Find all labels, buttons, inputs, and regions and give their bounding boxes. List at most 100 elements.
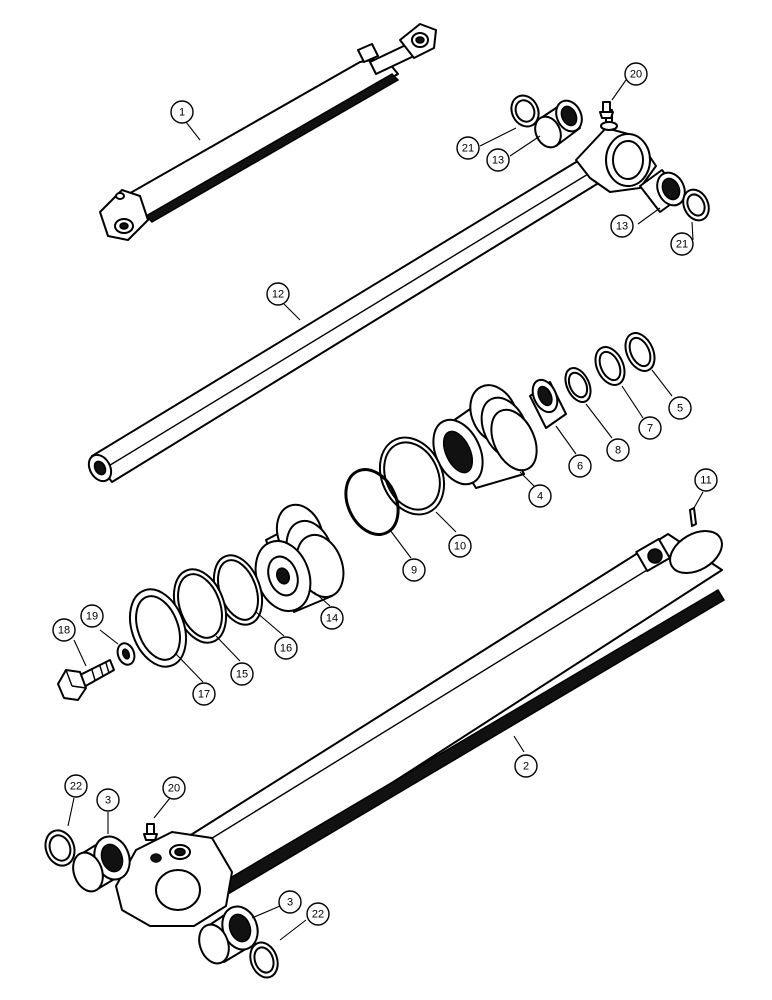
callout-circle [80, 604, 104, 628]
callout-circle [638, 416, 662, 440]
o-ring-9-part [344, 468, 400, 536]
washer-19-part [116, 642, 136, 666]
bushing-3-bottom-right-part [198, 905, 259, 965]
callout-c11: 11 [694, 468, 718, 492]
wear-ring-17-part [128, 588, 188, 668]
callout-circle [456, 136, 480, 160]
callout-c7: 7 [638, 416, 662, 440]
gland-4-part [432, 384, 538, 489]
callout-c3a: 3 [96, 788, 120, 812]
callout-c5: 5 [668, 396, 692, 420]
seal-ring-21-top-left-part [510, 94, 540, 128]
callout-c16: 16 [274, 636, 298, 660]
callout-circle [266, 282, 290, 306]
seal-8-part [564, 367, 592, 403]
callout-circle [606, 438, 630, 462]
callout-c17: 17 [192, 682, 216, 706]
callout-number: 19 [86, 611, 98, 623]
callout-c13a: 13 [486, 148, 510, 172]
callout-c4: 4 [528, 484, 552, 508]
callout-number: 22 [70, 781, 82, 793]
fitting-11-part [689, 507, 697, 527]
callout-circle [486, 148, 510, 172]
callout-number: 9 [411, 565, 417, 577]
callout-number: 21 [462, 143, 474, 155]
piston-rod-part [87, 109, 657, 483]
callout-circle [96, 788, 120, 812]
callout-circle [624, 62, 648, 86]
callout-circle [402, 558, 426, 582]
callout-circle [320, 606, 344, 630]
callout-number: 10 [454, 541, 466, 553]
bushing-13-top-right-part [639, 169, 686, 213]
cylinder-assembly-part [99, 23, 437, 241]
callout-circle [668, 396, 692, 420]
leader-lines [67, 79, 704, 941]
callout-number: 12 [272, 289, 284, 301]
seal-7-part [594, 346, 626, 386]
callout-circle [514, 754, 538, 778]
callout-circle [694, 468, 718, 492]
callout-number: 16 [280, 643, 292, 655]
callout-c9: 9 [402, 558, 426, 582]
bushing-6-part [529, 378, 567, 429]
callout-number: 5 [677, 403, 683, 415]
callout-number: 4 [537, 491, 543, 503]
seal-5-part [624, 332, 656, 372]
seal-ring-22-bottom-left-part [44, 829, 76, 867]
callout-c2: 2 [514, 754, 538, 778]
callout-circle [448, 534, 472, 558]
piston-14-part [254, 503, 345, 613]
callout-number: 6 [577, 461, 583, 473]
seal-15-part [172, 568, 228, 644]
callout-number: 7 [647, 423, 653, 435]
callout-circle [278, 890, 302, 914]
bushing-13-top-left-part [534, 99, 583, 149]
callout-c21a: 21 [456, 136, 480, 160]
callout-number: 11 [700, 475, 711, 487]
callout-circle [170, 100, 194, 124]
callout-c12: 12 [266, 282, 290, 306]
callout-number: 20 [168, 783, 180, 795]
cylinder-barrel-part [115, 530, 726, 927]
callout-number: 14 [326, 613, 338, 625]
callout-circle [52, 618, 76, 642]
callout-circle [568, 454, 592, 478]
callout-c22b: 22 [306, 902, 330, 926]
callout-circle [528, 484, 552, 508]
callout-circle [230, 662, 254, 686]
callout-layer: 1202113132112578641110914161517181922232… [52, 62, 718, 926]
callout-c14: 14 [320, 606, 344, 630]
callout-number: 3 [105, 795, 111, 807]
callout-number: 18 [58, 625, 70, 637]
callout-number: 1 [179, 107, 185, 119]
callout-number: 21 [676, 239, 688, 251]
callout-number: 2 [523, 761, 529, 773]
seal-ring-21-top-right-part [682, 188, 710, 222]
callout-circle [162, 776, 186, 800]
callout-number: 15 [236, 669, 248, 681]
callout-c8: 8 [606, 438, 630, 462]
callout-c6: 6 [568, 454, 592, 478]
callout-circle [306, 902, 330, 926]
bushing-3-bottom-left-part [72, 835, 131, 893]
callout-number: 22 [312, 909, 324, 921]
callout-c13b: 13 [610, 214, 634, 238]
callout-number: 8 [615, 445, 621, 457]
callout-circle [64, 774, 88, 798]
callout-c20a: 20 [624, 62, 648, 86]
callout-circle [274, 636, 298, 660]
bolt-18-part [57, 659, 115, 701]
callout-circle [192, 682, 216, 706]
callout-c20b: 20 [162, 776, 186, 800]
callout-circle [670, 232, 694, 256]
grease-fitting-bottom-part [143, 823, 158, 841]
callout-number: 20 [630, 69, 642, 81]
callout-c3b: 3 [278, 890, 302, 914]
callout-c15: 15 [230, 662, 254, 686]
callout-number: 13 [616, 221, 628, 233]
callout-number: 17 [198, 689, 210, 701]
callout-number: 13 [492, 155, 504, 167]
seal-ring-22-bottom-right-part [249, 941, 279, 979]
